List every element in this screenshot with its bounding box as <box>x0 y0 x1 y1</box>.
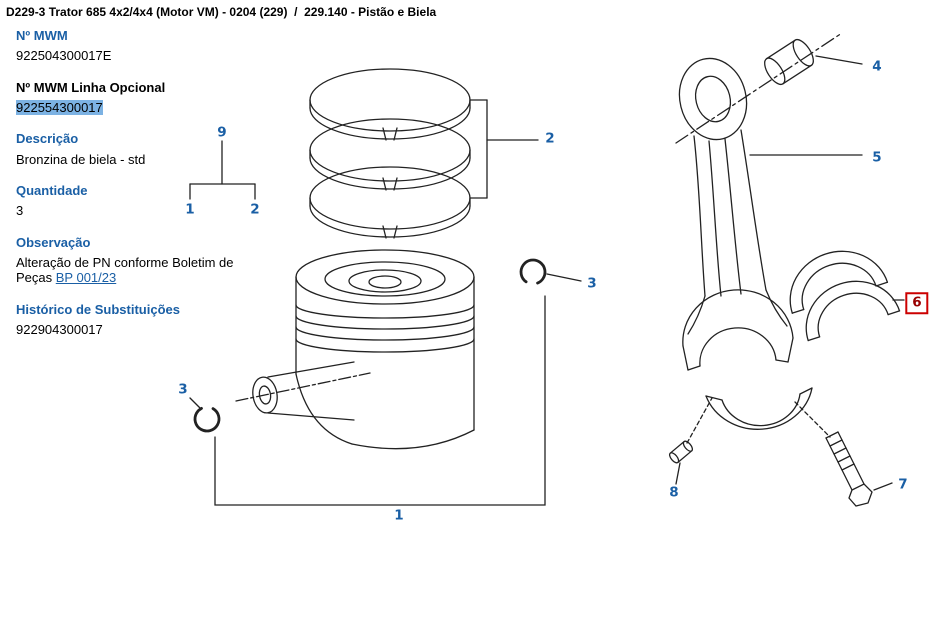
rings-bracket <box>469 99 539 199</box>
mwm-optional-value: 922554300017 <box>16 99 103 115</box>
callout-1-group-ref[interactable]: 1 <box>185 201 195 218</box>
observation-text: Alteração de PN conforme Boletim de Peça… <box>16 254 234 286</box>
mwm-label: Nº MWM <box>16 28 68 43</box>
rod-cap-drawing <box>705 387 831 438</box>
bulletin-link[interactable]: BP 001/23 <box>55 270 117 286</box>
snap-ring-top-drawing <box>519 258 582 286</box>
mwm-optional-value-row: 922554300017 <box>16 99 266 115</box>
piston-pin-drawing <box>235 361 371 421</box>
mwm-value: 922504300017E <box>16 48 112 64</box>
callout-1-piston[interactable]: 1 <box>394 507 404 524</box>
bearing-shells-drawing <box>789 250 901 342</box>
quantity-value: 3 <box>16 203 24 219</box>
callout-8-dowel-pin[interactable]: 8 <box>669 484 679 501</box>
callout-4-bushing[interactable]: 4 <box>872 58 882 75</box>
callout-7-bolt[interactable]: 7 <box>898 476 908 493</box>
callout-9-rings-group[interactable]: 9 <box>217 124 227 141</box>
callout-2-rings[interactable]: 2 <box>545 130 555 147</box>
callout-3-snap-ring-top[interactable]: 3 <box>587 275 597 292</box>
history-label: Histórico de Substituições <box>16 301 180 317</box>
observation-label: Observação <box>16 234 91 250</box>
dowel-pin-drawing <box>668 397 713 485</box>
leader-lines <box>749 55 905 491</box>
piston-drawing <box>295 249 475 450</box>
callout-2-group-ref[interactable]: 2 <box>250 201 260 218</box>
observation-value: Alteração de PN conforme Boletim de Peça… <box>16 255 266 286</box>
breadcrumb: D229-3 Trator 685 4x2/4x4 (Motor VM) - 0… <box>6 5 437 19</box>
group-bracket-9 <box>189 140 256 200</box>
piston-rings-drawing <box>309 68 471 239</box>
bushing-drawing <box>764 38 814 86</box>
part-details-panel: Nº MWM 922504300017E Nº MWM Linha Opcion… <box>16 28 266 353</box>
snap-ring-left-drawing <box>189 397 221 433</box>
callout-5-connecting-rod[interactable]: 5 <box>872 149 882 166</box>
piston-assembly-bracket <box>214 295 546 506</box>
description-label: Descrição <box>16 131 79 147</box>
history-value: 922904300017 <box>16 321 103 337</box>
description-value: Bronzina de biela - std <box>16 151 146 167</box>
callout-3-snap-ring-left[interactable]: 3 <box>178 381 188 398</box>
mwm-optional-label: Nº MWM Linha Opcional <box>16 79 166 95</box>
connecting-rod-drawing <box>675 32 843 371</box>
bolt-drawing <box>825 431 873 507</box>
quantity-label: Quantidade <box>16 182 88 198</box>
callout-6-bearing-selected[interactable]: 6 <box>905 292 929 314</box>
